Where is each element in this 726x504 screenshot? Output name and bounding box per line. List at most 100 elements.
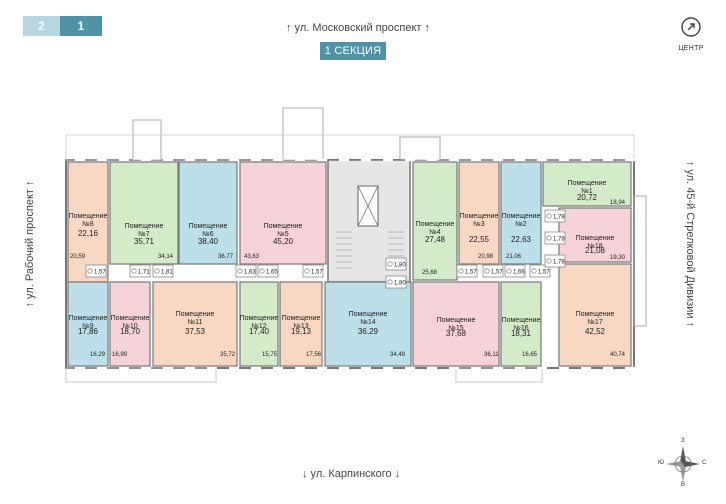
room-living-area: 34,49 — [390, 352, 406, 358]
bathroom-7: 1,80 — [385, 257, 407, 271]
room-name: Помещение — [111, 315, 150, 322]
room-name: Помещение — [189, 223, 228, 230]
room-number: №5 — [277, 231, 289, 238]
bathroom-fill — [385, 257, 407, 271]
bathroom-fill — [85, 264, 107, 278]
room-number: №14 — [360, 319, 375, 326]
room-area-fill — [279, 281, 323, 367]
bathroom-fill — [302, 264, 324, 278]
room-name: Помещение — [460, 213, 499, 220]
compass-rose-icon — [666, 446, 700, 482]
bathroom-area: 1,81 — [161, 270, 173, 276]
bathroom-2: 1,71 — [129, 264, 151, 278]
toilet-icon — [506, 268, 512, 274]
room-living-area: 36,11 — [484, 352, 499, 358]
room-name: Помещение — [176, 311, 215, 318]
bathroom-6: 1,57 — [302, 264, 324, 278]
center-button[interactable]: ЦЕНТР — [674, 15, 708, 52]
room-living-area: 34,14 — [158, 254, 174, 260]
bathroom-8: 1,80 — [385, 275, 407, 289]
toilet-icon — [259, 268, 265, 274]
bathroom-fill — [152, 264, 174, 278]
room-name: Помещение — [416, 221, 455, 228]
bathroom-14: 1,78 — [544, 231, 566, 245]
toilet-icon — [387, 261, 393, 267]
room-name: Помещение — [69, 315, 108, 322]
bathroom-15: 1,78 — [544, 254, 566, 268]
room-living-area: 16,99 — [112, 352, 128, 358]
room-name: Помещение — [576, 311, 615, 318]
bathroom-fill — [456, 264, 478, 278]
room-number: №16 — [513, 325, 528, 332]
room-number: №1 — [581, 188, 593, 195]
room-number: №11 — [188, 319, 203, 326]
floor-tab-2[interactable]: 2 — [23, 16, 60, 36]
room-area-fill — [500, 161, 542, 265]
bathroom-area: 1,57 — [94, 270, 106, 276]
room-area-fill — [412, 281, 500, 367]
floor-tabs: 2 1 — [23, 16, 102, 36]
bathroom-area: 1,78 — [553, 260, 565, 266]
room-number: №9 — [82, 323, 94, 330]
bathroom-fill — [544, 231, 566, 245]
room-total-area: 36,29 — [358, 327, 379, 336]
bathroom-5: 1,65 — [257, 264, 279, 278]
toilet-icon — [387, 279, 393, 285]
bathroom-area: 1,57 — [491, 270, 503, 276]
room-living-area: 16,65 — [522, 352, 538, 358]
toilet-icon — [237, 268, 243, 274]
room-area-fill — [239, 281, 279, 367]
room-total-area: 38,40 — [198, 237, 219, 246]
room-living-area: 20,59 — [70, 254, 86, 260]
room-number: №7 — [138, 231, 150, 238]
room-living-area: 20,98 — [478, 254, 494, 260]
bathroom-fill — [129, 264, 151, 278]
room-number: №8 — [82, 221, 94, 228]
room-living-area: 17,56 — [306, 352, 322, 358]
center-icon — [681, 17, 701, 37]
room-name: Помещение — [282, 315, 321, 322]
bathroom-fill — [529, 264, 551, 278]
bathroom-11: 1,66 — [504, 264, 526, 278]
bathroom-3: 1,81 — [152, 264, 174, 278]
bathroom-area: 1,71 — [138, 270, 150, 276]
room-area-fill — [109, 281, 151, 367]
rooms-layer: Помещение№822,1620,59Помещение№735,7134,… — [67, 161, 632, 367]
toilet-icon — [531, 268, 537, 274]
terrace-bottom-right — [455, 367, 543, 383]
room-name: Помещение — [349, 311, 388, 318]
room-number: №4 — [429, 229, 441, 236]
bathroom-fill — [544, 209, 566, 223]
room-area-fill — [458, 161, 500, 265]
porch-top-1 — [282, 107, 324, 161]
center-button-label: ЦЕНТР — [678, 45, 704, 52]
room-number: №18 — [587, 243, 602, 250]
terrace-right — [633, 195, 647, 327]
bathroom-10: 1,57 — [482, 264, 504, 278]
bathroom-9: 1,57 — [456, 264, 478, 278]
porch-top-0 — [132, 119, 162, 161]
street-top: ↑ ул. Московский проспект ↑ — [286, 22, 430, 34]
floor-tab-1[interactable]: 1 — [60, 16, 102, 36]
bathroom-fill — [235, 264, 257, 278]
room-living-area: 36,77 — [218, 254, 234, 260]
room-area-fill — [109, 161, 179, 265]
room-living-area: 35,72 — [220, 352, 236, 358]
room-living-area: 25,68 — [422, 270, 438, 276]
room-name: Помещение — [502, 317, 541, 324]
bathroom-area: 1,65 — [266, 270, 278, 276]
room-area-fill — [542, 161, 632, 207]
room-living-area: 18,94 — [610, 200, 626, 206]
room-total-area: 42,52 — [585, 327, 606, 336]
section-badge: 1 СЕКЦИЯ — [320, 42, 386, 60]
